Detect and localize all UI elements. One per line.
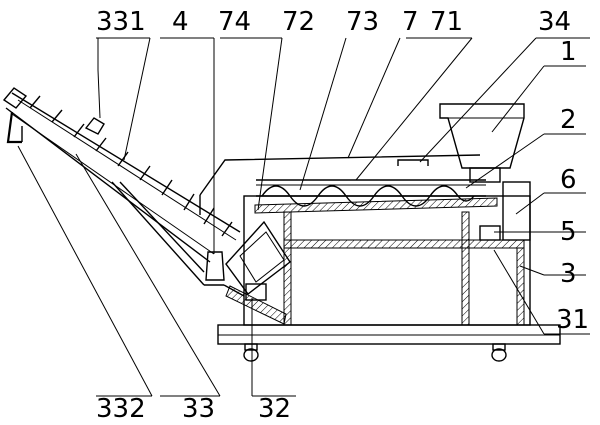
label-6: 6: [560, 165, 577, 195]
sensor-box: [479, 225, 501, 241]
wall-right: [516, 247, 525, 326]
wall-middle: [461, 211, 470, 326]
leader-31: [493, 249, 545, 335]
leader-3: [519, 265, 545, 276]
bucket: [203, 207, 215, 225]
label-31: 31: [556, 305, 589, 335]
bucket: [95, 137, 107, 152]
wheel-left: [243, 343, 259, 362]
elevator-rail-top: [11, 92, 241, 233]
leader-331: [97, 38, 101, 119]
leader-33: [75, 153, 221, 397]
feed-bottom: [205, 251, 225, 281]
wheel-right: [491, 343, 507, 362]
label-3: 3: [560, 259, 577, 289]
bucket: [117, 151, 129, 167]
label-71: 71: [430, 7, 463, 37]
leader-7: [347, 37, 401, 159]
elevator-buckets: [29, 95, 233, 237]
label-332: 332: [96, 394, 146, 424]
base-frame: [217, 324, 561, 362]
leader-1: [491, 65, 545, 133]
lower-chute: [225, 285, 287, 325]
main-box: [243, 181, 531, 326]
screw-trough: [254, 197, 498, 214]
label-2: 2: [560, 105, 577, 135]
leader-72: [257, 37, 283, 211]
bucket: [73, 123, 85, 138]
lower-hopper-inner: [239, 231, 285, 283]
middle-shelf: [283, 239, 525, 249]
leader-2: [465, 133, 545, 189]
leader-6: [515, 192, 545, 215]
label-1: 1: [560, 37, 577, 67]
lower-hopper-body: [225, 220, 291, 295]
elevator-bracket: [84, 117, 105, 135]
support-strut-a: [111, 181, 205, 286]
screw-conveyor: [254, 185, 498, 214]
wall-left: [283, 211, 292, 326]
bucket: [183, 193, 195, 211]
hopper-neck: [469, 167, 501, 183]
bucket: [51, 109, 63, 123]
discharge-chute: [6, 111, 22, 144]
top-housing: [199, 154, 486, 215]
lower-hopper: [225, 220, 291, 325]
side-cabinet: [502, 181, 531, 241]
label-72: 72: [282, 7, 315, 37]
support-strut-b: [119, 181, 205, 273]
inclined-elevator: [2, 87, 245, 297]
bracket: [397, 159, 429, 166]
label-5: 5: [560, 217, 577, 247]
label-32: 32: [258, 394, 291, 424]
hopper: [439, 103, 525, 183]
label-33: 33: [182, 394, 215, 424]
bucket: [29, 95, 41, 109]
label-73: 73: [346, 7, 379, 37]
label-7: 7: [402, 7, 419, 37]
leader-71: [355, 37, 473, 181]
elevator-rail-inner-top: [17, 99, 237, 241]
label-331: 331: [96, 7, 146, 37]
leader-332: [17, 145, 153, 397]
bucket: [221, 221, 233, 237]
hopper-body: [439, 103, 525, 169]
bucket: [161, 179, 173, 196]
label-4: 4: [172, 7, 189, 37]
leader-73: [299, 37, 347, 191]
leader-34: [419, 37, 537, 163]
bucket: [139, 165, 151, 181]
reference-labels: 331 4 74 72 73 7 71 34 1 2 6 5 3 31 332 …: [96, 7, 589, 424]
motor-box: [245, 283, 267, 301]
leader-lines: [17, 37, 590, 397]
leader-4: [123, 37, 151, 161]
label-74: 74: [218, 7, 251, 37]
elevator-head: [2, 87, 28, 109]
top-cover: [199, 154, 481, 196]
label-34: 34: [538, 7, 571, 37]
